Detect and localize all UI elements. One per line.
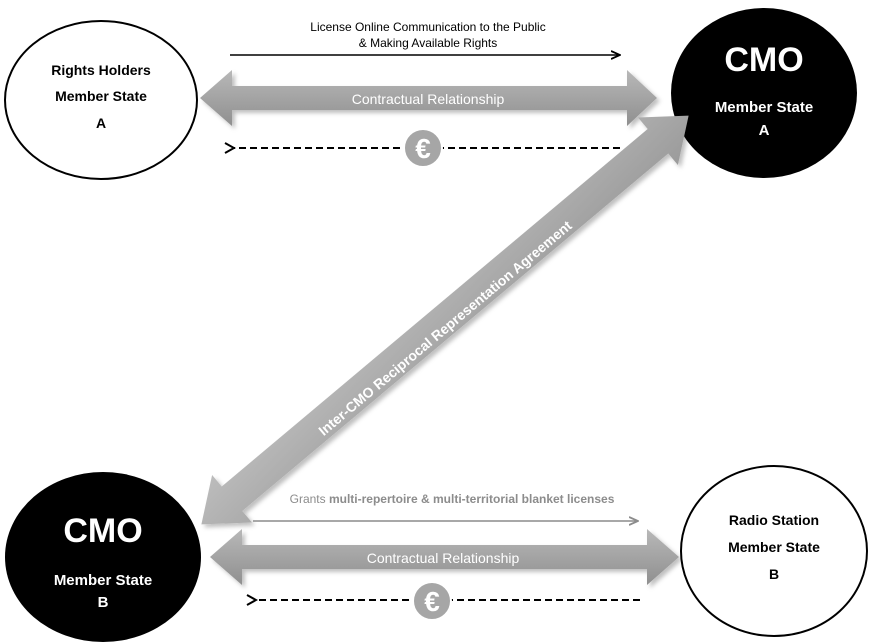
euro-coin-bottom: [412, 581, 452, 621]
payment-bottom-edge: €: [256, 581, 640, 621]
grants-label-bold: multi-repertoire & multi-territorial bla…: [329, 492, 615, 506]
radio-station-line1: Radio Station: [729, 512, 819, 528]
cmo-b-line3: B: [98, 594, 109, 611]
euro-icon-top: €: [415, 133, 431, 164]
rights-holders-node: Rights Holders Member State A: [4, 20, 198, 180]
rights-holders-line3: A: [96, 115, 106, 131]
contract-top-double-arrow: [200, 70, 657, 126]
license-label-line1: License Online Communication to the Publ…: [310, 20, 545, 34]
rights-holders-line1: Rights Holders: [51, 62, 151, 78]
grants-label-prefix: Grants: [290, 492, 329, 506]
cmo-a-line3: A: [759, 122, 770, 139]
cmo-a-line2: Member State: [715, 99, 813, 116]
grants-label: Grants multi-repertoire & multi-territor…: [290, 492, 615, 506]
reciprocal-edge: [201, 115, 689, 525]
payment-top-edge: €: [234, 128, 620, 168]
radio-station-line3: B: [769, 566, 779, 582]
radio-station-line2: Member State: [728, 539, 820, 555]
euro-coin-top: [403, 128, 443, 168]
license-label-line2: & Making Available Rights: [359, 36, 498, 50]
contract-top-label: Contractual Relationship: [352, 91, 505, 107]
grants-licenses-edge: Grants multi-repertoire & multi-territor…: [253, 492, 638, 521]
radio-station-node: Radio Station Member State B: [680, 465, 868, 637]
contract-top-edge: [200, 70, 657, 126]
cmo-a-title: CMO: [724, 41, 803, 79]
cmo-b-line2: Member State: [54, 572, 152, 589]
cmo-b-node: CMO Member State B: [5, 472, 201, 642]
contract-bottom-edge: [210, 529, 679, 585]
cmo-b-title: CMO: [63, 512, 142, 550]
reciprocal-double-arrow: [201, 115, 689, 525]
license-rights-edge: License Online Communication to the Publ…: [230, 20, 620, 55]
euro-icon-bottom: €: [424, 586, 440, 617]
reciprocal-label: Inter-CMO Reciprocal Representation Agre…: [315, 217, 575, 439]
cmo-a-node: CMO Member State A: [671, 8, 857, 178]
rights-holders-line2: Member State: [55, 88, 147, 104]
contract-bottom-label: Contractual Relationship: [367, 550, 520, 566]
contract-bottom-double-arrow: [210, 529, 679, 585]
